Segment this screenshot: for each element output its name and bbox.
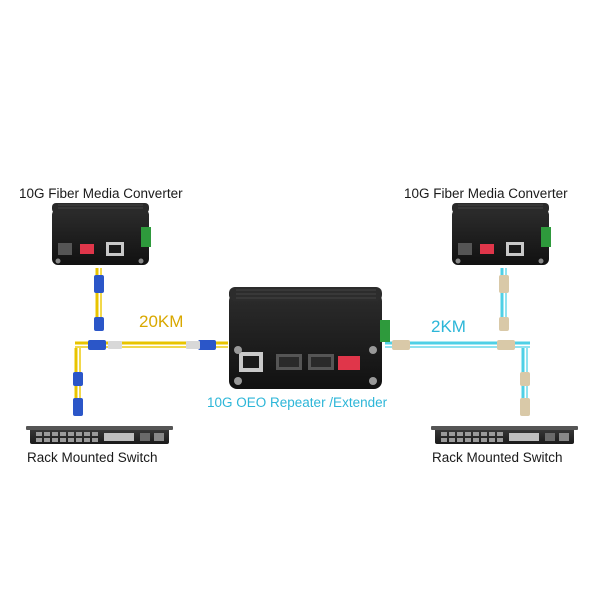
left-distance-label: 20KM [139, 312, 184, 331]
left-converter-icon [52, 203, 151, 265]
right-switch-icon [431, 426, 578, 444]
left-switch-icon [26, 426, 173, 444]
left-switch-label: Rack Mounted Switch [27, 450, 158, 465]
right-converter-icon [452, 203, 551, 265]
right-distance-label: 2KM [431, 317, 466, 336]
left-converter-label: 10G Fiber Media Converter [19, 186, 183, 201]
repeater-label: 10G OEO Repeater /Extender [207, 395, 388, 410]
oeo-repeater-icon [229, 287, 390, 389]
right-converter-label: 10G Fiber Media Converter [404, 186, 568, 201]
right-switch-label: Rack Mounted Switch [432, 450, 563, 465]
lc-connector-icon [73, 275, 530, 416]
